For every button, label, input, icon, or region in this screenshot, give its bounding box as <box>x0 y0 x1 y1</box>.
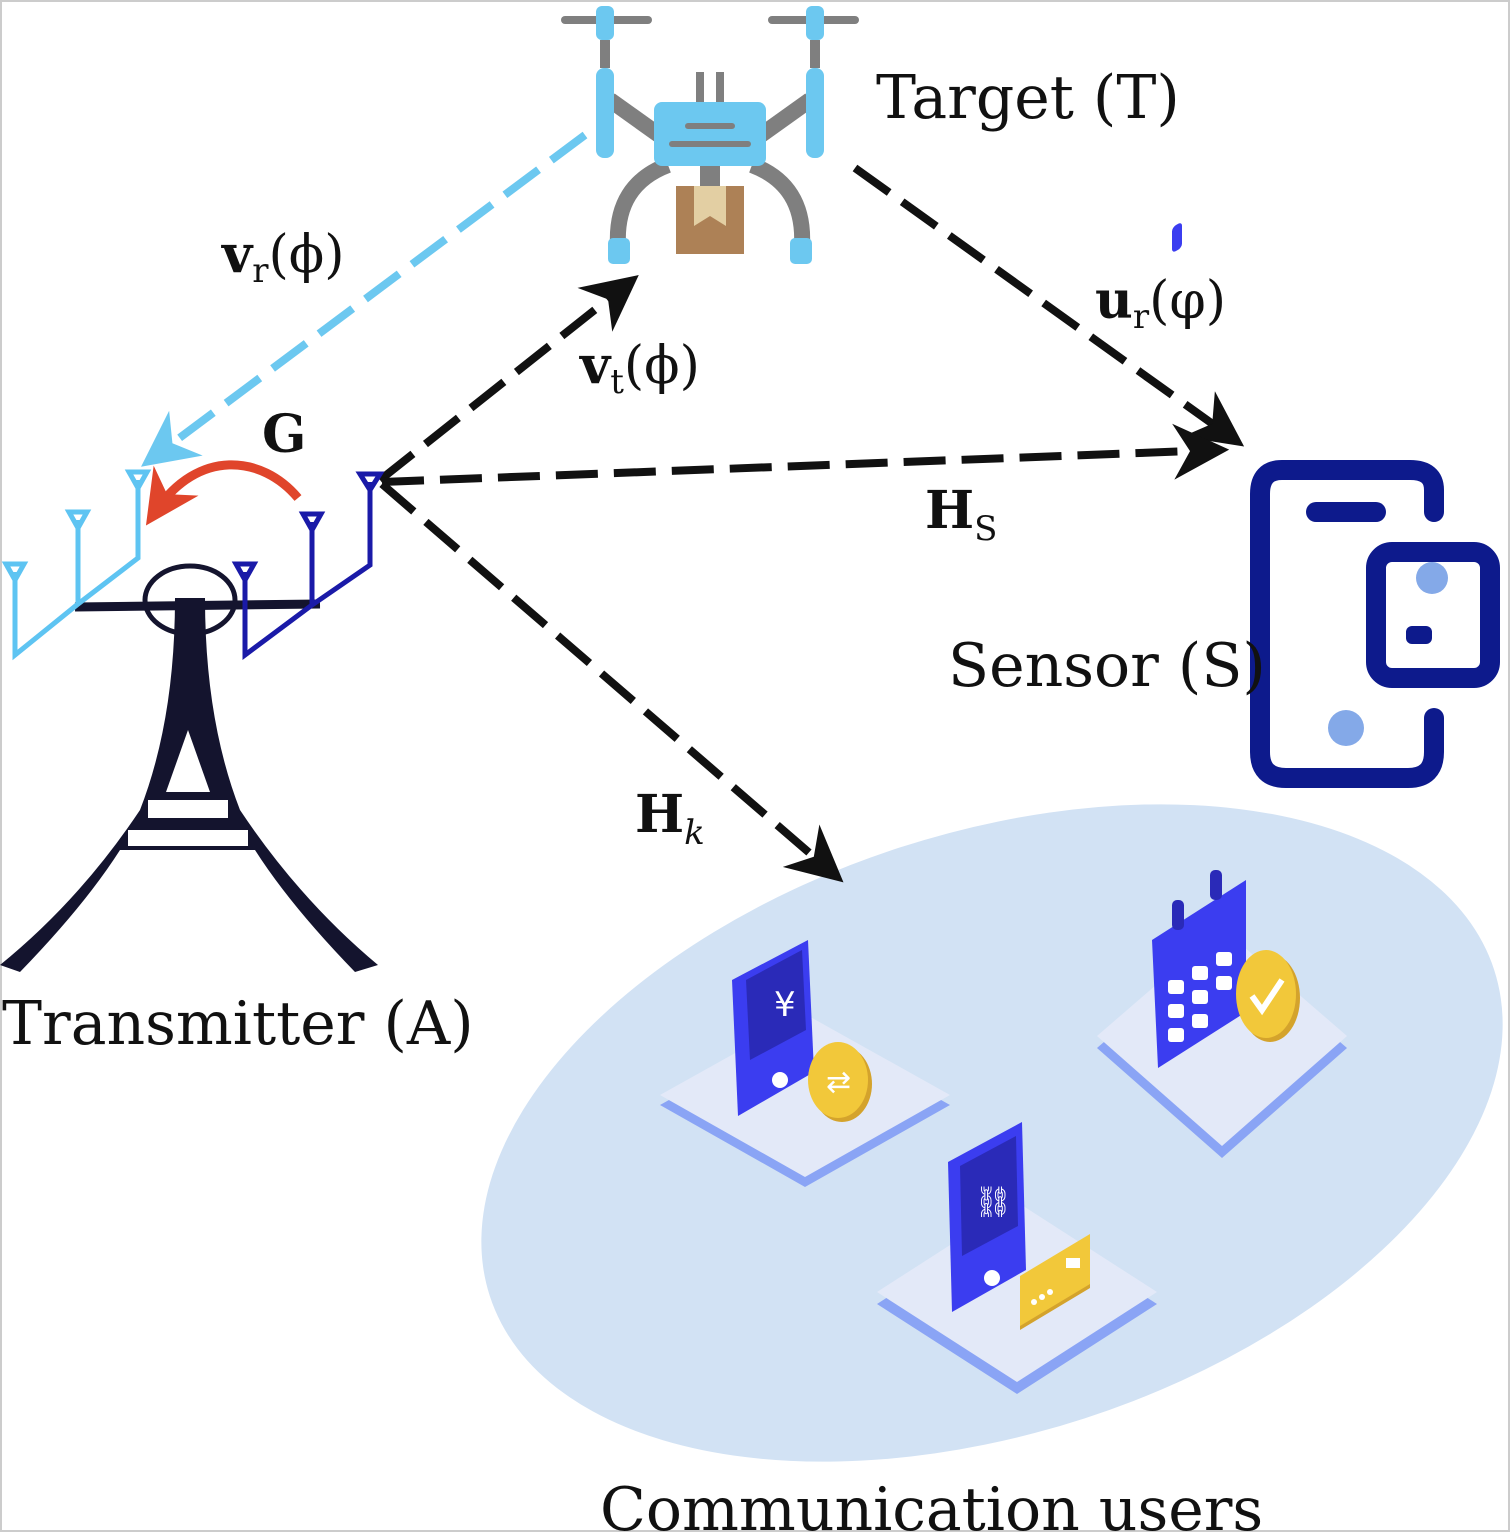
tx-antenna-array <box>231 471 385 660</box>
link-ur <box>852 164 1245 447</box>
user-device-2 <box>1097 223 1347 1158</box>
svg-text:⇄: ⇄ <box>826 1065 851 1100</box>
sensor-label: Sensor (S) <box>948 631 1266 701</box>
transmitter-label: Transmitter (A) <box>2 989 474 1059</box>
antenna-icon <box>64 509 92 534</box>
link-g <box>145 460 302 526</box>
calendar-icon <box>1152 223 1246 1068</box>
target-label: Target (T) <box>876 63 1180 133</box>
antenna-icon <box>124 469 152 494</box>
label-hk: Hk <box>635 784 705 853</box>
link-icon: ⛓ <box>974 1185 1012 1220</box>
antenna-icon <box>231 561 259 586</box>
yen-icon: ¥ <box>774 985 796 1025</box>
phone-icon: ¥ <box>732 940 814 1116</box>
coin-icon: ⇄ <box>808 1042 872 1122</box>
antenna-icon <box>298 511 326 536</box>
user-device-1: ¥ ⇄ <box>660 940 950 1187</box>
package-icon <box>676 186 744 254</box>
drone-icon <box>561 6 859 264</box>
coin-icon <box>1236 950 1300 1042</box>
antenna-icon <box>1 561 29 586</box>
label-vt: vt(ϕ) <box>579 335 700 402</box>
tower-icon <box>0 563 378 972</box>
check-icon <box>1249 978 1285 1016</box>
sensor-icon <box>1250 460 1500 788</box>
link-hk <box>379 480 844 883</box>
user-device-3: ⛓ <box>877 1122 1157 1394</box>
link-vt <box>377 275 639 484</box>
users-region <box>481 804 1503 1462</box>
link-hs <box>381 423 1230 486</box>
antenna-icon <box>355 471 385 495</box>
label-g: G <box>262 404 306 465</box>
users-label: Communication users <box>600 1475 1263 1534</box>
label-hs: HS <box>925 480 997 549</box>
link-vr <box>141 131 588 467</box>
phone-icon: ⛓ <box>948 1122 1026 1312</box>
label-ur: ur(φ) <box>1095 270 1226 337</box>
card-icon <box>1020 1234 1090 1330</box>
label-vr: vr(ϕ) <box>221 224 345 291</box>
rx-antenna-array <box>1 469 152 661</box>
